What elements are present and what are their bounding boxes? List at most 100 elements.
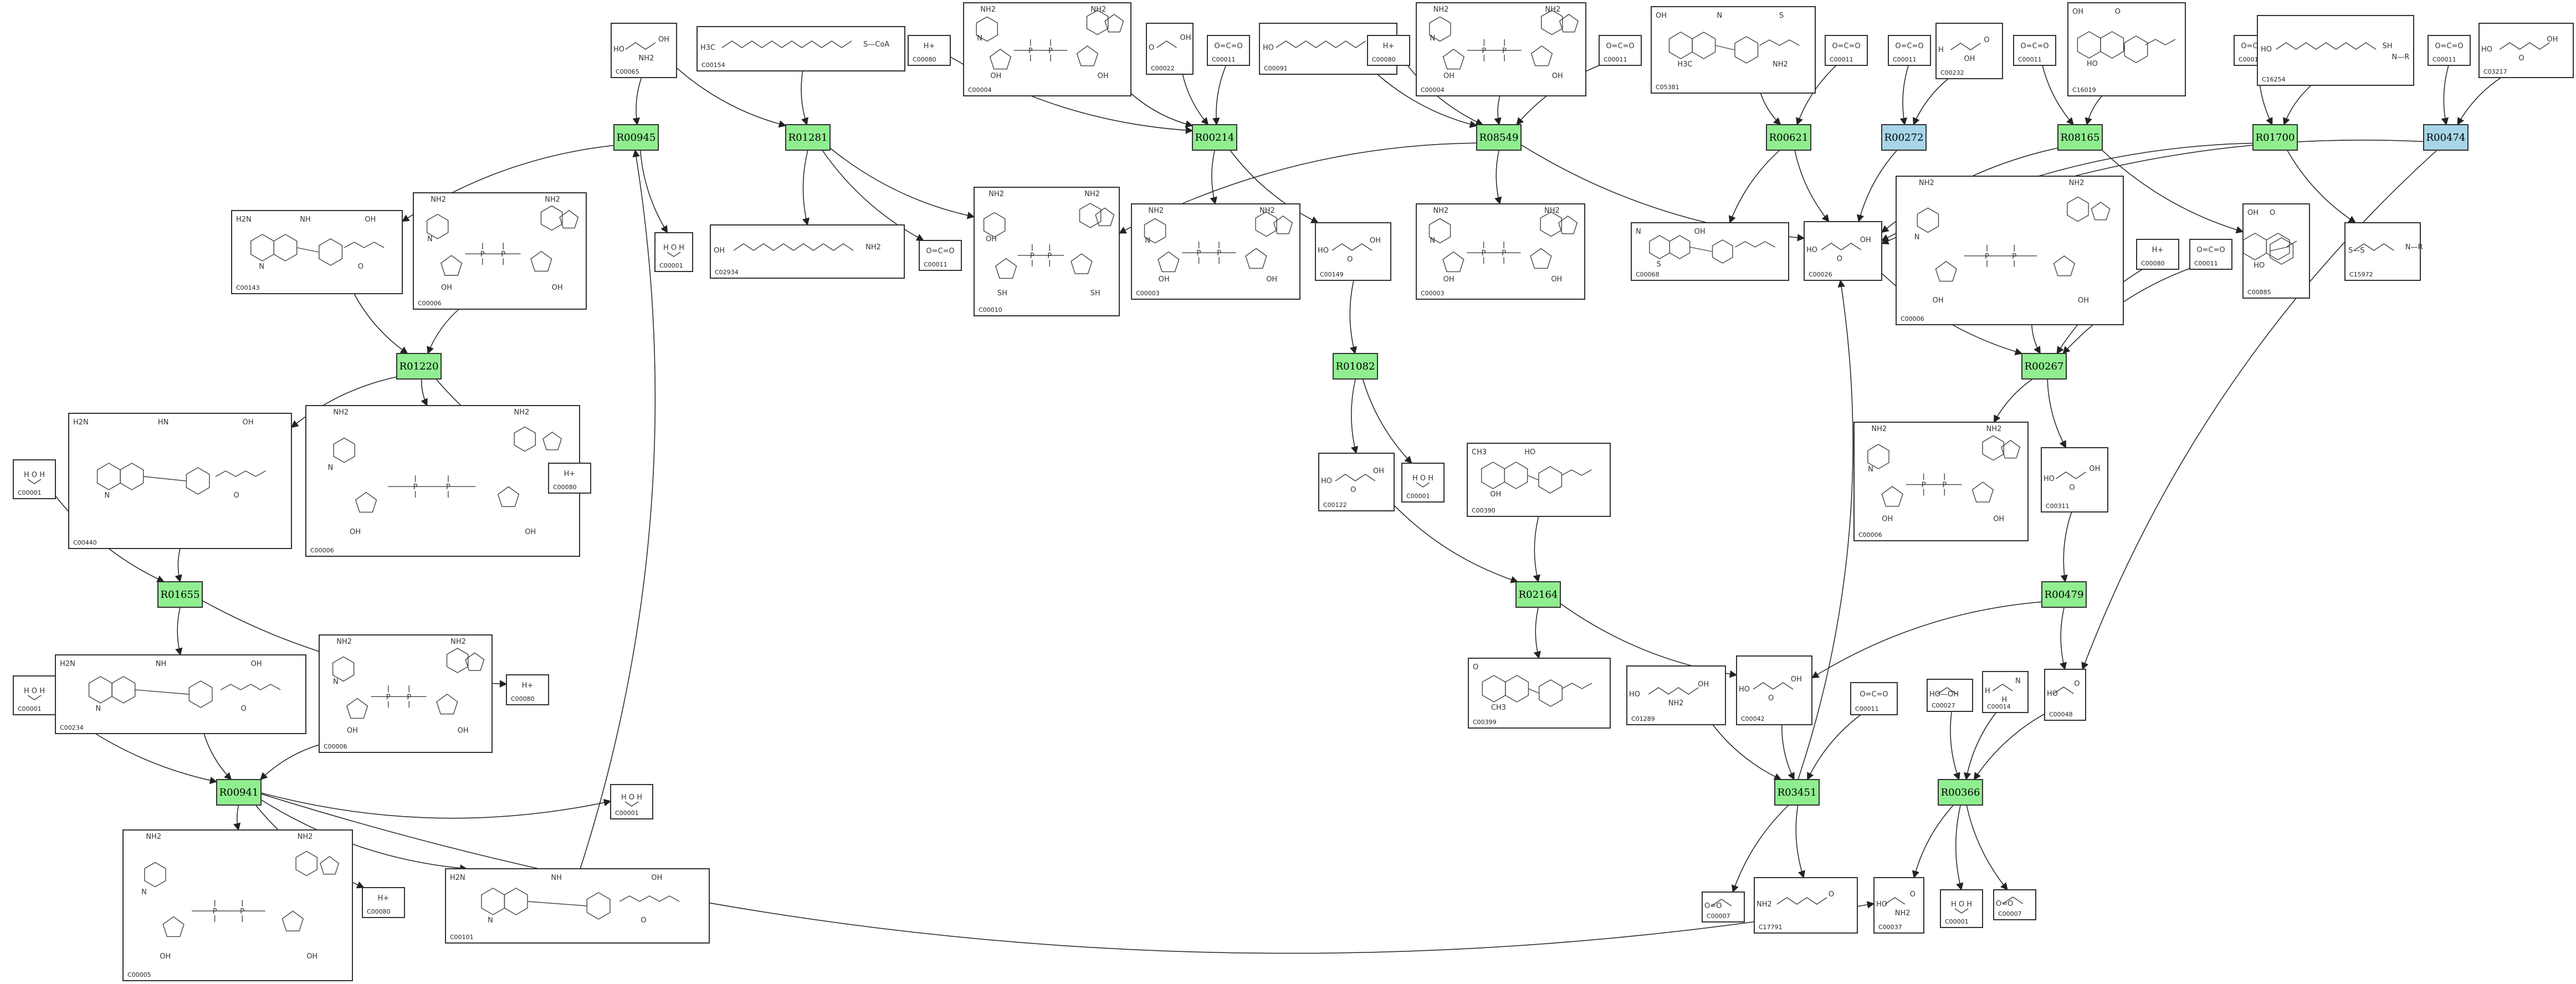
compound-id: C00080 [913,56,936,63]
adenine-ring [1079,203,1102,228]
reaction-node[interactable]: R01281 [785,124,831,151]
reaction-node[interactable]: R00267 [2021,353,2067,380]
reaction-node[interactable]: R00621 [1766,124,1811,151]
hydroxyl-label: OH [552,284,563,292]
compound-id: C00390 [1472,507,1496,514]
compound-id: C00885 [2247,289,2271,296]
reaction-node[interactable]: R08549 [1476,124,1522,151]
compound-node[interactable]: H+C00080 [362,887,405,918]
reaction-node[interactable]: R02164 [1515,581,1561,608]
nitrogen-label: N [333,678,339,686]
reaction-edge [1912,804,1954,879]
reaction-edge [1950,711,1960,781]
reaction-node[interactable]: R00214 [1192,124,1237,151]
reaction-node[interactable]: R00474 [2423,124,2469,151]
reaction-edge [1212,65,1227,126]
compound-id: C05381 [1656,84,1679,91]
compound-node[interactable]: H+C00080 [2136,239,2179,270]
reaction-node[interactable]: R01082 [1333,353,1378,380]
compound-node[interactable]: H+C00080 [506,674,549,705]
reaction-node[interactable]: R01700 [2252,124,2298,151]
reaction-node[interactable]: R00479 [2041,581,2087,608]
reaction-node[interactable]: R00945 [613,124,659,151]
reaction-node[interactable]: R01220 [396,353,442,380]
carbon-chain [721,40,852,48]
compound-node[interactable]: H+C00080 [1367,35,1410,66]
reaction-node[interactable]: R01655 [157,581,203,608]
reaction-node[interactable]: R00366 [1938,779,1983,806]
adenine-ring [2001,439,2021,459]
compound-box [2044,669,2086,721]
carbon-chain [2500,42,2550,50]
compound-box [1416,203,1585,300]
reaction-node[interactable]: R08165 [2057,124,2103,151]
compound-node[interactable]: H+C00080 [908,35,951,66]
nitrogen-label: N [427,235,433,243]
ring-c [1712,239,1733,264]
reaction-edge [1731,804,1789,893]
reaction-node[interactable]: R00272 [1881,124,1927,151]
reaction-node[interactable]: R03451 [1774,779,1820,806]
reaction-node[interactable]: R00941 [216,779,262,806]
atom-label: O [1350,486,1356,494]
compound-node[interactable]: H+C00080 [548,463,591,494]
